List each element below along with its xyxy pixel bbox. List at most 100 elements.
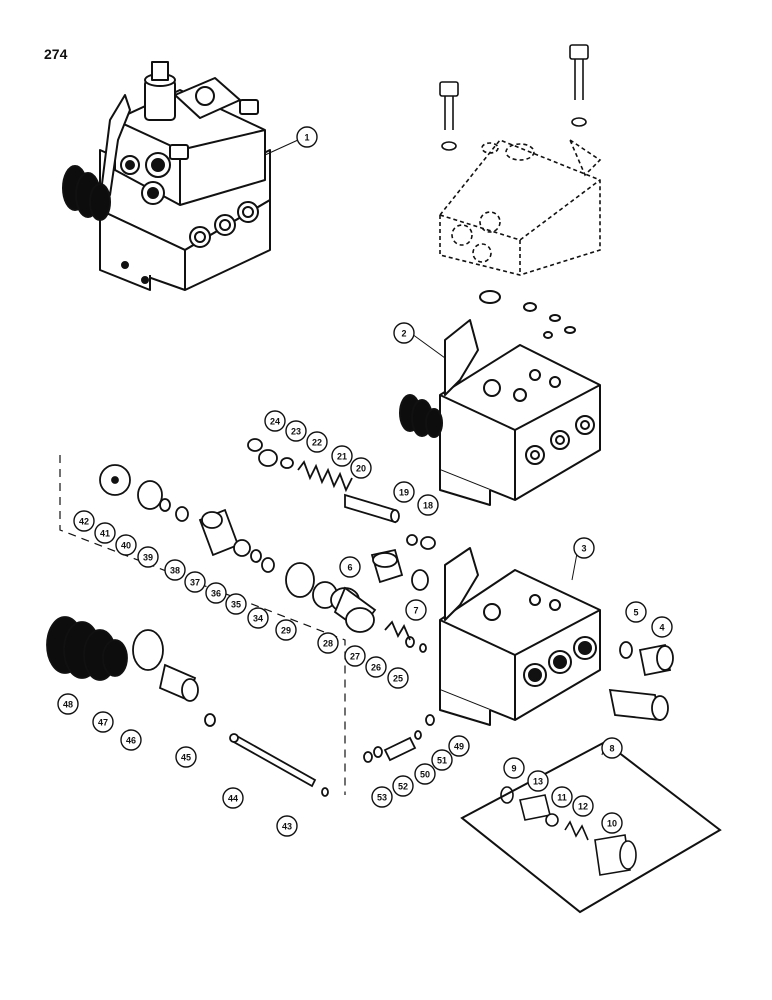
callout-6: 6	[339, 556, 361, 578]
valve-body-3	[439, 547, 601, 726]
svg-text:44: 44	[228, 794, 238, 804]
callout-44: 44	[222, 787, 244, 809]
svg-text:2: 2	[401, 329, 406, 339]
svg-text:28: 28	[323, 639, 333, 649]
valve-assembly-complete	[62, 61, 271, 291]
svg-text:39: 39	[143, 553, 153, 563]
svg-text:49: 49	[454, 742, 464, 752]
svg-text:40: 40	[121, 541, 131, 551]
callout-45: 45	[175, 746, 197, 768]
exploded-group-outline	[59, 455, 346, 795]
page-number: 274	[44, 46, 68, 62]
fitting-8-inset-box	[460, 740, 722, 914]
svg-text:26: 26	[371, 663, 381, 673]
mounting-bolts	[439, 44, 589, 151]
svg-text:41: 41	[100, 529, 110, 539]
callout-51: 51	[431, 749, 453, 771]
callout-52: 52	[392, 775, 414, 797]
svg-text:48: 48	[63, 700, 73, 710]
svg-text:50: 50	[420, 770, 430, 780]
svg-text:23: 23	[291, 427, 301, 437]
callout-12: 12	[572, 795, 594, 817]
valve-body-2	[399, 319, 601, 506]
dashed-upper-section	[439, 137, 602, 276]
svg-text:34: 34	[253, 614, 263, 624]
callouts: 1 2 3 4 5 6 7 8 9 10 11 12 13 18 19 20 2…	[57, 126, 673, 837]
callout-22: 22	[306, 431, 328, 453]
svg-text:35: 35	[231, 600, 241, 610]
callout-4: 4	[651, 616, 673, 638]
svg-text:19: 19	[399, 488, 409, 498]
svg-text:22: 22	[312, 438, 322, 448]
svg-text:46: 46	[126, 736, 136, 746]
exploded-parts	[46, 438, 674, 797]
svg-text:4: 4	[659, 623, 664, 633]
callout-26: 26	[365, 656, 387, 678]
callout-53: 53	[371, 786, 393, 808]
callout-48: 48	[57, 693, 79, 715]
rubber-boot-on-assembly	[62, 165, 111, 221]
callout-34: 34	[247, 607, 269, 629]
svg-text:24: 24	[270, 417, 280, 427]
callout-40: 40	[115, 534, 137, 556]
callout-23: 23	[285, 420, 307, 442]
callout-47: 47	[92, 711, 114, 733]
callout-8: 8	[601, 737, 623, 759]
callout-28: 28	[317, 632, 339, 654]
svg-text:10: 10	[607, 819, 617, 829]
callout-29: 29	[275, 619, 297, 641]
o-ring-set-upper	[479, 290, 576, 339]
svg-text:7: 7	[413, 606, 418, 616]
svg-text:29: 29	[281, 626, 291, 636]
svg-text:21: 21	[337, 452, 347, 462]
svg-text:12: 12	[578, 802, 588, 812]
callout-9: 9	[503, 757, 525, 779]
callout-50: 50	[414, 763, 436, 785]
callout-38: 38	[164, 559, 186, 581]
callout-10: 10	[601, 812, 623, 834]
svg-text:27: 27	[350, 652, 360, 662]
callout-27: 27	[344, 645, 366, 667]
svg-text:5: 5	[633, 608, 638, 618]
callout-21: 21	[331, 445, 353, 467]
svg-text:45: 45	[181, 753, 191, 763]
callout-5: 5	[625, 601, 647, 623]
svg-text:1: 1	[304, 133, 309, 143]
svg-text:36: 36	[211, 589, 221, 599]
callout-36: 36	[205, 582, 227, 604]
callout-13: 13	[527, 770, 549, 792]
svg-text:11: 11	[557, 793, 567, 803]
callout-19: 19	[393, 481, 415, 503]
svg-text:9: 9	[511, 764, 516, 774]
callout-18: 18	[417, 494, 439, 516]
svg-text:25: 25	[393, 674, 403, 684]
svg-text:37: 37	[190, 578, 200, 588]
callout-35: 35	[225, 593, 247, 615]
svg-text:38: 38	[170, 566, 180, 576]
callout-41: 41	[94, 522, 116, 544]
callout-43: 43	[276, 815, 298, 837]
svg-text:3: 3	[581, 544, 586, 554]
callout-11: 11	[551, 786, 573, 808]
svg-text:53: 53	[377, 793, 387, 803]
callout-7: 7	[405, 599, 427, 621]
callout-25: 25	[387, 667, 409, 689]
callout-42: 42	[73, 510, 95, 532]
callout-1: 1	[296, 126, 318, 148]
callout-2: 2	[393, 322, 415, 344]
callout-37: 37	[184, 571, 206, 593]
svg-text:8: 8	[609, 744, 614, 754]
callout-20: 20	[350, 457, 372, 479]
callout-3: 3	[573, 537, 595, 559]
svg-text:18: 18	[423, 501, 433, 511]
svg-text:43: 43	[282, 822, 292, 832]
callout-49: 49	[448, 735, 470, 757]
callout-46: 46	[120, 729, 142, 751]
svg-text:6: 6	[347, 563, 352, 573]
svg-text:20: 20	[356, 464, 366, 474]
svg-text:47: 47	[98, 718, 108, 728]
svg-text:51: 51	[437, 756, 447, 766]
svg-text:13: 13	[533, 777, 543, 787]
